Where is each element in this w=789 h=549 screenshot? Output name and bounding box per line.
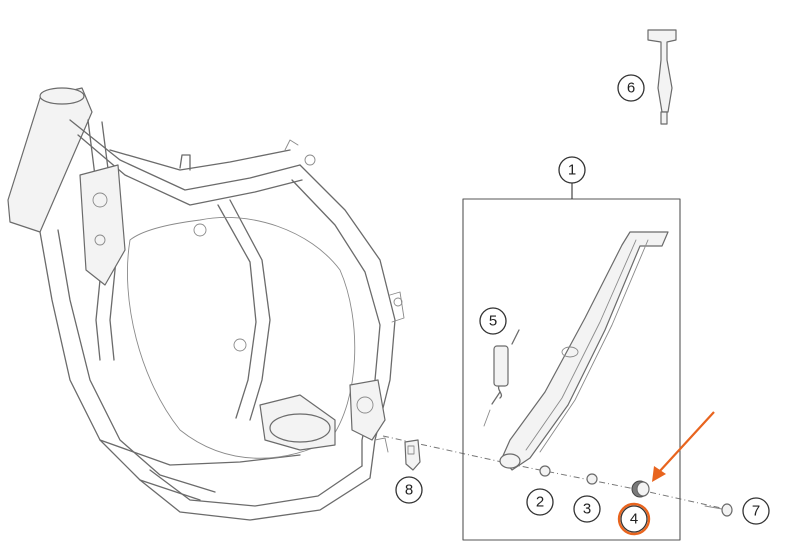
highlight-ring [617, 502, 651, 536]
callout-label-7: 7 [752, 503, 760, 520]
part-bolt [704, 503, 733, 517]
part-washer-3 [586, 473, 598, 485]
callout-label-4: 4 [630, 511, 638, 528]
callout-label-5: 5 [489, 313, 497, 330]
callout-2: 2 [526, 488, 554, 516]
callout-label-8: 8 [405, 482, 413, 499]
part-bushing [631, 480, 650, 498]
callout-3: 3 [573, 495, 601, 523]
callout-1: 1 [558, 156, 586, 184]
highlight-arrow [652, 411, 715, 482]
callout-label-6: 6 [627, 80, 635, 97]
part-spring [483, 329, 520, 427]
callout-6: 6 [617, 74, 645, 102]
part-side-stand [499, 231, 669, 471]
callout-label-3: 3 [583, 501, 591, 518]
callout-label-2: 2 [536, 494, 544, 511]
frame-drawing [7, 87, 405, 521]
callout-8: 8 [395, 476, 423, 504]
callout-4: 4 [617, 502, 651, 536]
callout-5: 5 [479, 307, 507, 335]
part-washer-2 [539, 465, 551, 477]
assembly-axis [382, 435, 731, 511]
callout-label-1: 1 [568, 162, 576, 179]
callout-7: 7 [742, 497, 770, 525]
part-tool [647, 29, 677, 125]
part-bracket [404, 439, 421, 471]
